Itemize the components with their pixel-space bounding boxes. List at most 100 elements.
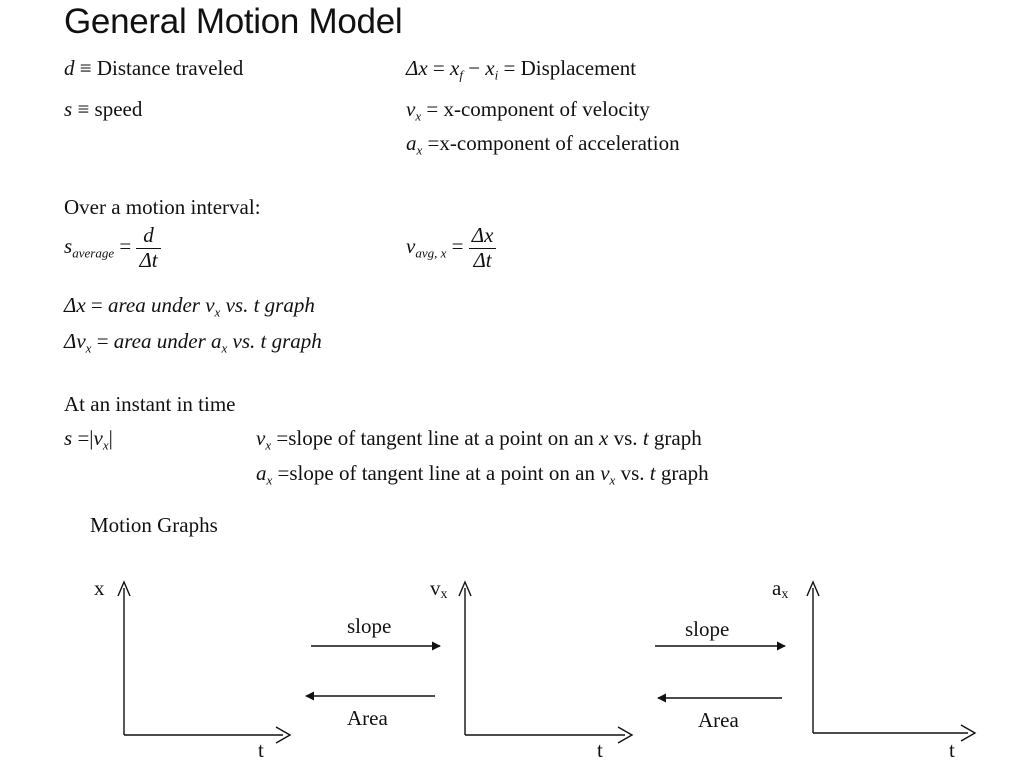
slope-label-2: slope bbox=[685, 617, 730, 641]
equiv-sign: ≡ bbox=[79, 56, 92, 80]
x-axis-label: x bbox=[94, 576, 105, 600]
acceleration-text: x-component of acceleration bbox=[439, 131, 680, 155]
x-final: x bbox=[450, 56, 460, 80]
velocity-sub: x bbox=[415, 108, 422, 124]
x-final-sub: f bbox=[459, 67, 463, 83]
x-initial: x bbox=[485, 56, 495, 80]
distance-symbol: d bbox=[64, 56, 75, 80]
v-sub: x bbox=[102, 437, 109, 453]
area-label-2: Area bbox=[698, 708, 739, 732]
text: area under bbox=[108, 293, 200, 317]
vx-sub: x bbox=[440, 587, 448, 602]
speed-text: speed bbox=[94, 97, 143, 121]
s-average-sub: average bbox=[72, 245, 115, 261]
text: vs. bbox=[615, 461, 650, 485]
fraction: Δx Δt bbox=[468, 223, 497, 272]
a-symbol: a bbox=[211, 329, 222, 353]
fraction: d Δt bbox=[136, 223, 161, 272]
v-avg-sub: avg, x bbox=[415, 245, 447, 261]
a-symbol: a bbox=[256, 461, 267, 485]
equals-sign: = bbox=[427, 131, 440, 155]
equiv-sign: ≡ bbox=[77, 97, 90, 121]
velocity-symbol: v bbox=[406, 97, 416, 121]
y-axis-arrowhead bbox=[806, 580, 820, 597]
instant-acceleration-line: ax =slope of tangent line at a point on … bbox=[256, 461, 709, 489]
definition-distance: d ≡ Distance traveled bbox=[64, 56, 243, 81]
definition-acceleration: ax =x-component of acceleration bbox=[406, 131, 680, 159]
x-initial-sub: i bbox=[494, 67, 499, 83]
text: slope of tangent line at a point on an bbox=[288, 426, 600, 450]
t-axis-label-1: t bbox=[258, 738, 264, 762]
ax-vs-t-axes bbox=[806, 580, 977, 742]
numerator: Δx bbox=[468, 223, 497, 249]
text: vs. t graph bbox=[232, 329, 322, 353]
v-sub: x bbox=[609, 472, 616, 488]
delta-x: Δx bbox=[406, 56, 428, 80]
displacement-text: Displacement bbox=[520, 56, 637, 80]
distance-text: Distance traveled bbox=[96, 56, 244, 80]
instant-heading: At an instant in time bbox=[64, 392, 236, 416]
x-axis-arrowhead bbox=[617, 726, 634, 744]
instant-velocity-line: vx =slope of tangent line at a point on … bbox=[256, 426, 702, 454]
definition-displacement: Δx = xf − xi = Displacement bbox=[406, 56, 636, 84]
denominator: Δt bbox=[139, 247, 158, 272]
a-sub: x bbox=[266, 472, 273, 488]
average-velocity-formula: vavg, x = Δx Δt bbox=[406, 223, 497, 272]
y-axis-arrowhead bbox=[458, 580, 472, 597]
denominator: Δt bbox=[473, 247, 492, 272]
v-var: v bbox=[600, 461, 610, 485]
vx-vs-t-axes bbox=[458, 580, 634, 744]
text: graph bbox=[655, 461, 709, 485]
interval-heading: Over a motion interval: bbox=[64, 195, 261, 219]
text: slope of tangent line at a point on an bbox=[289, 461, 601, 485]
v-symbol: v bbox=[430, 576, 441, 600]
vx-axis-label: vx bbox=[430, 576, 448, 603]
text: area under bbox=[113, 329, 206, 353]
y-axis-arrowhead bbox=[117, 580, 131, 597]
area-label-1: Area bbox=[347, 706, 388, 730]
lhs: Δv bbox=[64, 329, 86, 353]
motion-graphs-heading: Motion Graphs bbox=[90, 513, 218, 537]
numerator: d bbox=[136, 223, 161, 249]
equals-sign: = bbox=[96, 329, 109, 353]
ax-axis-label: ax bbox=[772, 576, 788, 603]
minus-sign: − bbox=[468, 56, 481, 80]
x-axis-arrowhead bbox=[275, 726, 292, 744]
acceleration-symbol: a bbox=[406, 131, 417, 155]
t-axis-label-3: t bbox=[949, 738, 955, 762]
lhs: Δx bbox=[64, 293, 86, 317]
text: vs. bbox=[608, 426, 643, 450]
displacement-area-line: Δx = area under vx vs. t graph bbox=[64, 293, 315, 321]
instant-speed-formula: s =|vx| bbox=[64, 426, 113, 454]
velocity-text: x-component of velocity bbox=[443, 97, 650, 121]
a-sub: x bbox=[221, 340, 228, 356]
ax-sub: x bbox=[781, 587, 789, 602]
s-symbol: s bbox=[64, 426, 73, 450]
equals-sign: = bbox=[503, 56, 516, 80]
v-symbol: v bbox=[406, 233, 416, 258]
equals-sign: = bbox=[119, 233, 132, 258]
v-sub: x bbox=[265, 437, 272, 453]
v-symbol: v bbox=[205, 293, 215, 317]
t-var: t bbox=[642, 426, 649, 450]
average-speed-formula: saverage = d Δt bbox=[64, 223, 161, 272]
speed-symbol: s bbox=[64, 97, 73, 121]
x-var: x bbox=[599, 426, 609, 450]
equals-sign: = bbox=[276, 426, 289, 450]
v-symbol: v bbox=[93, 426, 103, 450]
page-title: General Motion Model bbox=[64, 2, 403, 41]
acceleration-sub: x bbox=[416, 142, 423, 158]
slope-label-1: slope bbox=[347, 614, 392, 638]
text: vs. t graph bbox=[225, 293, 315, 317]
x-axis-arrowhead bbox=[960, 724, 977, 742]
abs-bar-right: | bbox=[108, 426, 113, 450]
equals-sign: = bbox=[277, 461, 290, 485]
s-symbol: s bbox=[64, 233, 73, 258]
t-var: t bbox=[649, 461, 656, 485]
equals-sign: = bbox=[77, 426, 90, 450]
t-axis-label-2: t bbox=[597, 738, 603, 762]
lhs-sub: x bbox=[85, 340, 92, 356]
text: graph bbox=[648, 426, 702, 450]
equals-sign: = bbox=[426, 97, 439, 121]
